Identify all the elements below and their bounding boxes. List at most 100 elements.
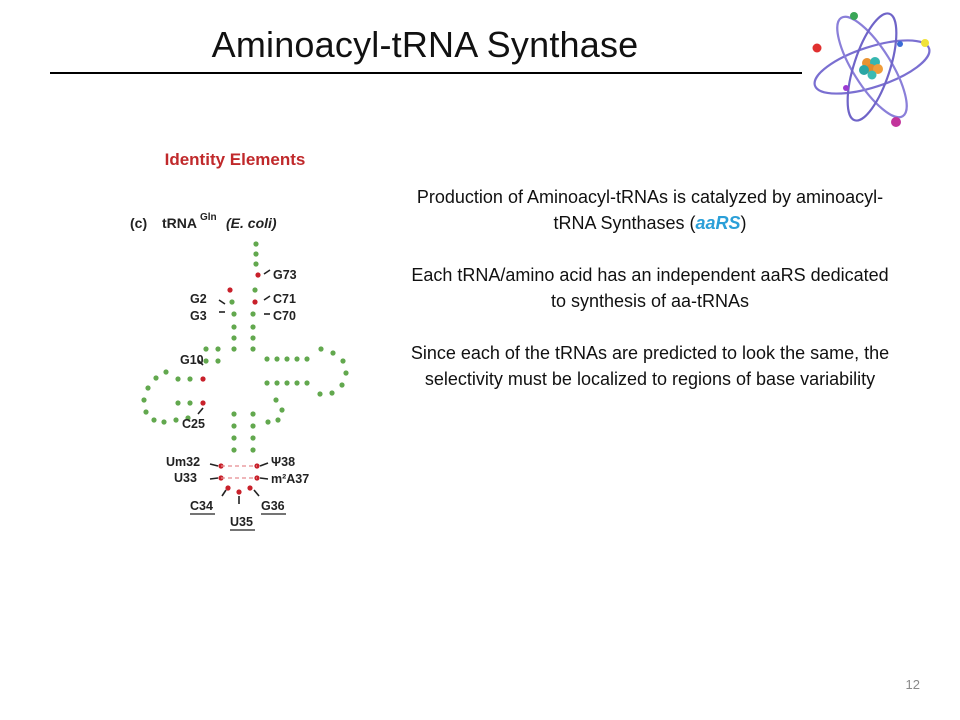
nucleotide — [250, 435, 256, 441]
nucleotide — [253, 241, 259, 247]
nucleotide — [339, 382, 345, 388]
paragraph-3: Since each of the tRNAs are predicted to… — [410, 343, 890, 389]
nucleotide — [275, 417, 281, 423]
orbit-3 — [846, 12, 898, 122]
electron — [843, 85, 849, 91]
nucleotide — [294, 380, 300, 386]
nucleotide — [185, 415, 191, 421]
identity-nucleotide — [236, 489, 242, 495]
nucleotide — [250, 346, 256, 352]
label-g73: G73 — [273, 268, 297, 282]
label-c70: C70 — [273, 309, 296, 323]
nucleotide — [250, 335, 256, 341]
nucleotide — [229, 299, 235, 305]
nucleotide — [250, 311, 256, 317]
nucleotide — [145, 385, 151, 391]
orbit-2 — [836, 15, 908, 119]
nucleotide — [253, 261, 259, 267]
trna-name: tRNA — [162, 215, 197, 231]
aars-accent: aaRS — [695, 213, 741, 233]
nucleotide — [143, 409, 149, 415]
label-psi38: Ψ38 — [271, 455, 295, 469]
nucleotide — [231, 311, 237, 317]
trna-superscript: Gln — [200, 212, 217, 223]
electron — [812, 43, 822, 53]
nucleotide — [173, 417, 179, 423]
nucleotide — [250, 423, 256, 429]
nucleotide — [151, 417, 157, 423]
nucleus — [859, 57, 883, 80]
nucleotide — [175, 400, 181, 406]
nucleotide — [231, 335, 237, 341]
identity-nucleotide — [200, 400, 206, 406]
nucleotide — [340, 358, 346, 364]
label-g2: G2 — [190, 292, 207, 306]
body-text: Production of Aminoacyl-tRNAs is catalyz… — [405, 184, 895, 418]
nucleotide — [153, 375, 159, 381]
nucleotide — [250, 411, 256, 417]
paragraph-2: Each tRNA/amino acid has an independent … — [411, 265, 889, 311]
nucleotide — [250, 447, 256, 453]
electron — [897, 41, 903, 47]
atom-icon — [812, 12, 931, 127]
leader-lines — [197, 269, 271, 504]
nucleotide — [284, 356, 290, 362]
identity-elements-heading: Identity Elements — [164, 150, 306, 169]
nucleotide — [187, 400, 193, 406]
nucleotide — [203, 358, 209, 364]
electron — [891, 117, 901, 127]
nucleotide — [253, 251, 259, 257]
nucleotide — [264, 356, 270, 362]
nucleotide — [304, 380, 310, 386]
electron — [921, 39, 929, 47]
nucleotide — [203, 346, 209, 352]
nucleotide — [231, 346, 237, 352]
label-c34: C34 — [190, 499, 213, 513]
nucleotide — [215, 346, 221, 352]
trna-cloverleaf-diagram: (c) tRNA Gln (E. coli) G73 G2 C71 — [130, 212, 349, 531]
title-underline — [50, 72, 802, 74]
paragraph-1-text: Production of Aminoacyl-tRNAs is catalyz… — [416, 187, 884, 233]
nucleotide — [343, 370, 349, 376]
nucleotide — [231, 447, 237, 453]
nucleotide — [279, 407, 285, 413]
label-g3: G3 — [190, 309, 207, 323]
nucleotide — [284, 380, 290, 386]
nucleotide — [215, 358, 221, 364]
label-g10: G10 — [180, 353, 204, 367]
identity-nucleotide — [252, 299, 258, 305]
nucleotide — [187, 376, 193, 382]
nucleotide — [274, 380, 280, 386]
nucleotide — [250, 324, 256, 330]
page-number: 12 — [905, 677, 920, 692]
identity-nucleotide — [227, 287, 233, 293]
nucleotide — [161, 419, 167, 425]
nucleotide — [231, 435, 237, 441]
nucleotide — [163, 369, 169, 375]
nucleotide — [318, 346, 324, 352]
nucleotide — [274, 356, 280, 362]
nucleotide — [329, 390, 335, 396]
nucleotide — [294, 356, 300, 362]
nucleotide — [231, 411, 237, 417]
nucleotide — [231, 423, 237, 429]
nucleotide — [252, 287, 258, 293]
identity-nucleotide — [200, 376, 206, 382]
nucleotide — [141, 397, 147, 403]
label-u33: U33 — [174, 471, 197, 485]
slide-title: Aminoacyl-tRNA Synthase — [211, 24, 639, 65]
nucleotide — [273, 397, 279, 403]
nucleotide — [175, 376, 181, 382]
panel-letter: (c) — [130, 215, 147, 231]
base-pair-lines — [221, 465, 257, 479]
nucleotide — [265, 419, 271, 425]
label-m2a37: m²A37 — [271, 472, 309, 486]
label-c25: C25 — [182, 417, 205, 431]
label-g36: G36 — [261, 499, 285, 513]
nucleotide — [231, 324, 237, 330]
nucleotide — [330, 350, 336, 356]
identity-nucleotide — [247, 485, 253, 491]
electron — [850, 12, 858, 20]
identity-nucleotide — [255, 272, 261, 278]
